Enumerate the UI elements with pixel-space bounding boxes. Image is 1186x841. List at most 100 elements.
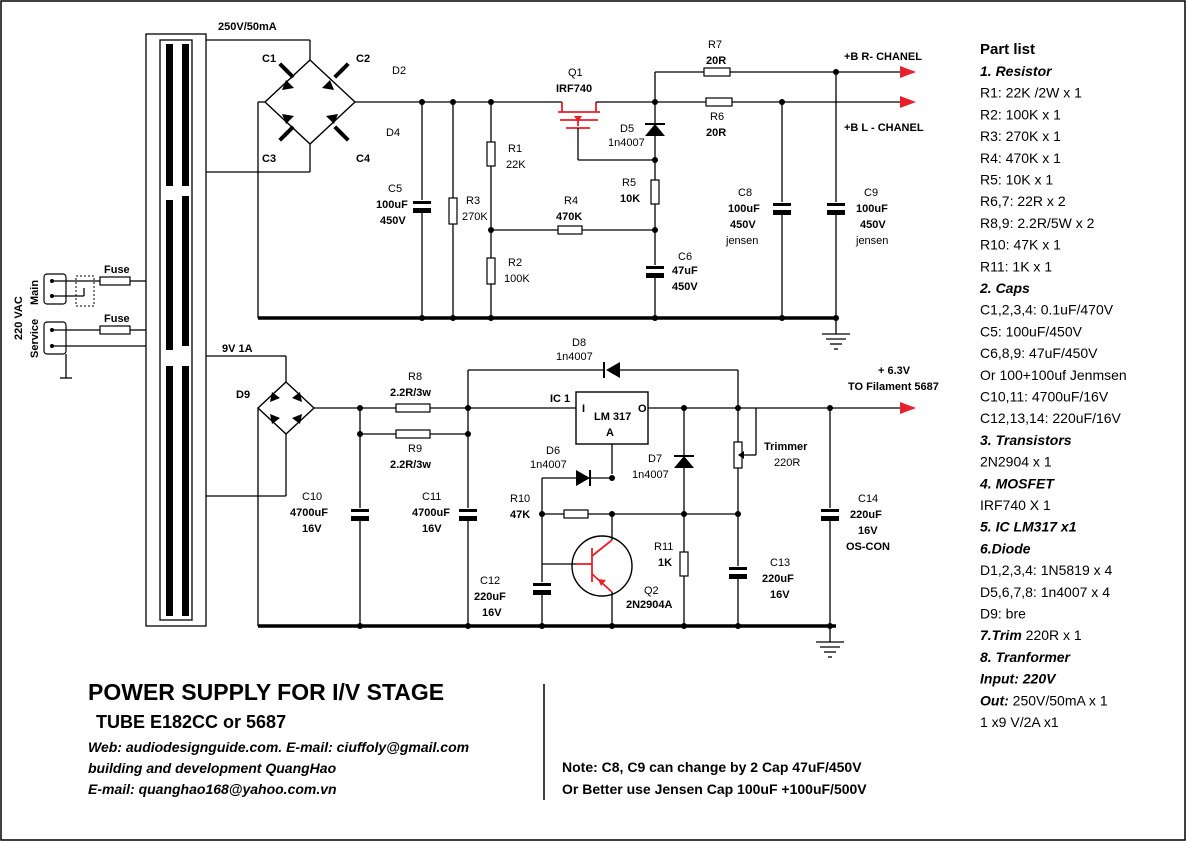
part-list-item: R5: 10K x 1 <box>980 172 1053 188</box>
ic-pin-out: O <box>638 403 647 415</box>
r10-value: 47K <box>510 509 530 521</box>
r11-value: 1K <box>658 557 672 569</box>
transformer: 9V 1A 250V/50mA <box>145 21 280 627</box>
diode-d5: D5 1n4007 <box>608 99 665 180</box>
c2-label: C2 <box>356 53 370 65</box>
footer-block: POWER SUPPLY FOR I/V STAGE TUBE E182CC o… <box>88 679 867 800</box>
ground-symbol-hv <box>822 318 850 350</box>
part-list-item: R6,7: 22R x 2 <box>980 193 1066 209</box>
c10-name: C10 <box>302 491 322 503</box>
r8-name: R8 <box>408 371 422 383</box>
output-voltage: + 6.3V <box>878 365 911 377</box>
part-list-item: R4: 470K x 1 <box>980 150 1061 166</box>
part-list-item: D1,2,3,4: 1N5819 x 4 <box>980 562 1113 578</box>
cap-c14: C14 220uF 16V OS-CON <box>821 405 890 626</box>
r7-value: 20R <box>706 55 726 67</box>
resistor-r6: R6 20R +B L - CHANEL <box>655 96 924 139</box>
part-list-category: 3. Transistors <box>980 432 1072 448</box>
fuse-2-label: Fuse <box>104 313 130 325</box>
r2-value: 100K <box>504 273 530 285</box>
hv-secondary-label: 250V/50mA <box>218 21 277 33</box>
r6-name: R6 <box>710 111 724 123</box>
part-list-item: R2: 100K x 1 <box>980 106 1061 122</box>
part-list-category: Out: 250V/50mA x 1 <box>980 692 1108 708</box>
r4-name: R4 <box>564 195 578 207</box>
note-line-1: Note: C8, C9 can change by 2 Cap 47uF/45… <box>562 759 862 775</box>
c8-brand: jensen <box>725 235 758 247</box>
lv-bridge-d9: D9 <box>206 355 316 626</box>
c14-value: 220uF <box>850 509 882 521</box>
c11-voltage: 16V <box>422 523 442 535</box>
q1-value: IRF740 <box>556 83 592 95</box>
credit-line-3: E-mail: quanghao168@yahoo.com.vn <box>88 781 337 797</box>
transistor-q2: Q2 2N2904A <box>571 514 673 626</box>
lv-rail <box>258 405 836 629</box>
cap-c6: C6 47uF 450V <box>646 251 698 318</box>
d5-name: D5 <box>620 123 634 135</box>
resistor-r2: R2 100K <box>486 227 530 318</box>
d6-name: D6 <box>546 445 560 457</box>
cap-c10: C10 4700uF 16V <box>290 434 369 626</box>
q2-value: 2N2904A <box>626 599 673 611</box>
part-list-item-suffix: 250V/50mA x 1 <box>1009 692 1108 708</box>
ic-pin-in: I <box>582 403 585 415</box>
part-list-item: IRF740 X 1 <box>980 497 1051 513</box>
part-list-item: R11: 1K x 1 <box>980 258 1052 274</box>
output-r-channel: +B R- CHANEL <box>844 51 922 63</box>
resistor-r7: R7 20R +B R- CHANEL <box>654 39 922 102</box>
r11-name: R11 <box>654 541 673 553</box>
hv-rail <box>258 99 839 321</box>
ic-name: IC 1 <box>550 393 570 405</box>
main-switch <box>43 273 67 305</box>
c11-value: 4700uF <box>412 507 450 519</box>
c1-label: C1 <box>262 53 276 65</box>
service-switch-label: Service <box>29 319 41 358</box>
cap-c11: C11 4700uF 16V <box>412 434 477 626</box>
c9-voltage: 450V <box>860 219 886 231</box>
ic-lm317: IC 1 I O LM 317 A <box>550 391 830 474</box>
c8-value: 100uF <box>728 203 760 215</box>
r7-name: R7 <box>708 39 722 51</box>
resistor-r8: R8 2.2R/3w <box>390 371 576 413</box>
credit-line-2: building and development QuangHao <box>88 760 337 776</box>
hv-bridge-rectifier: C1 C2 C3 C4 D2 D4 <box>206 39 406 318</box>
r9-value: 2.2R/3w <box>390 459 431 471</box>
r5-name: R5 <box>622 177 636 189</box>
trimmer-value: 220R <box>774 457 800 469</box>
c9-name: C9 <box>864 187 878 199</box>
page-title: POWER SUPPLY FOR I/V STAGE <box>88 679 444 705</box>
diode-d8: D8 1n4007 <box>467 337 739 408</box>
part-list-item: D5,6,7,8: 1n4007 x 4 <box>980 584 1110 600</box>
resistor-r10: R10 47K <box>510 493 738 521</box>
c13-voltage: 16V <box>770 589 790 601</box>
c4-label: C4 <box>356 153 371 165</box>
mains-input: 220 VAC Main Service Fuse Fuse <box>13 264 146 379</box>
part-list-item: C5: 100uF/450V <box>980 323 1083 339</box>
cap-c1 <box>278 62 295 79</box>
c3-label: C3 <box>262 153 276 165</box>
c14-voltage: 16V <box>858 525 878 537</box>
c12-voltage: 16V <box>482 607 502 619</box>
part-list-category: Input: 220V <box>980 671 1057 687</box>
part-list-heading: Part list <box>980 41 1035 58</box>
r6-value: 20R <box>706 127 726 139</box>
part-list-item: Or 100+100uf Jenmsen <box>980 367 1127 383</box>
c5-name: C5 <box>388 183 402 195</box>
d5-value: 1n4007 <box>608 137 645 149</box>
c8-voltage: 450V <box>730 219 756 231</box>
d8-name: D8 <box>572 337 586 349</box>
c6-value: 47uF <box>672 265 698 277</box>
d7-value: 1n4007 <box>632 469 669 481</box>
cap-c13: C13 220uF 16V <box>729 557 794 626</box>
part-list-category: 8. Tranformer <box>980 649 1072 665</box>
part-list-item: C12,13,14: 220uF/16V <box>980 410 1122 426</box>
c11-name: C11 <box>422 491 441 503</box>
part-list-category: 6.Diode <box>980 540 1031 556</box>
lv-secondary-label: 9V 1A <box>222 343 253 355</box>
fuse-1-label: Fuse <box>104 264 130 276</box>
mosfet-q1: Q1 IRF740 <box>556 67 655 161</box>
r4-value: 470K <box>556 211 582 223</box>
c14-type: OS-CON <box>846 541 890 553</box>
